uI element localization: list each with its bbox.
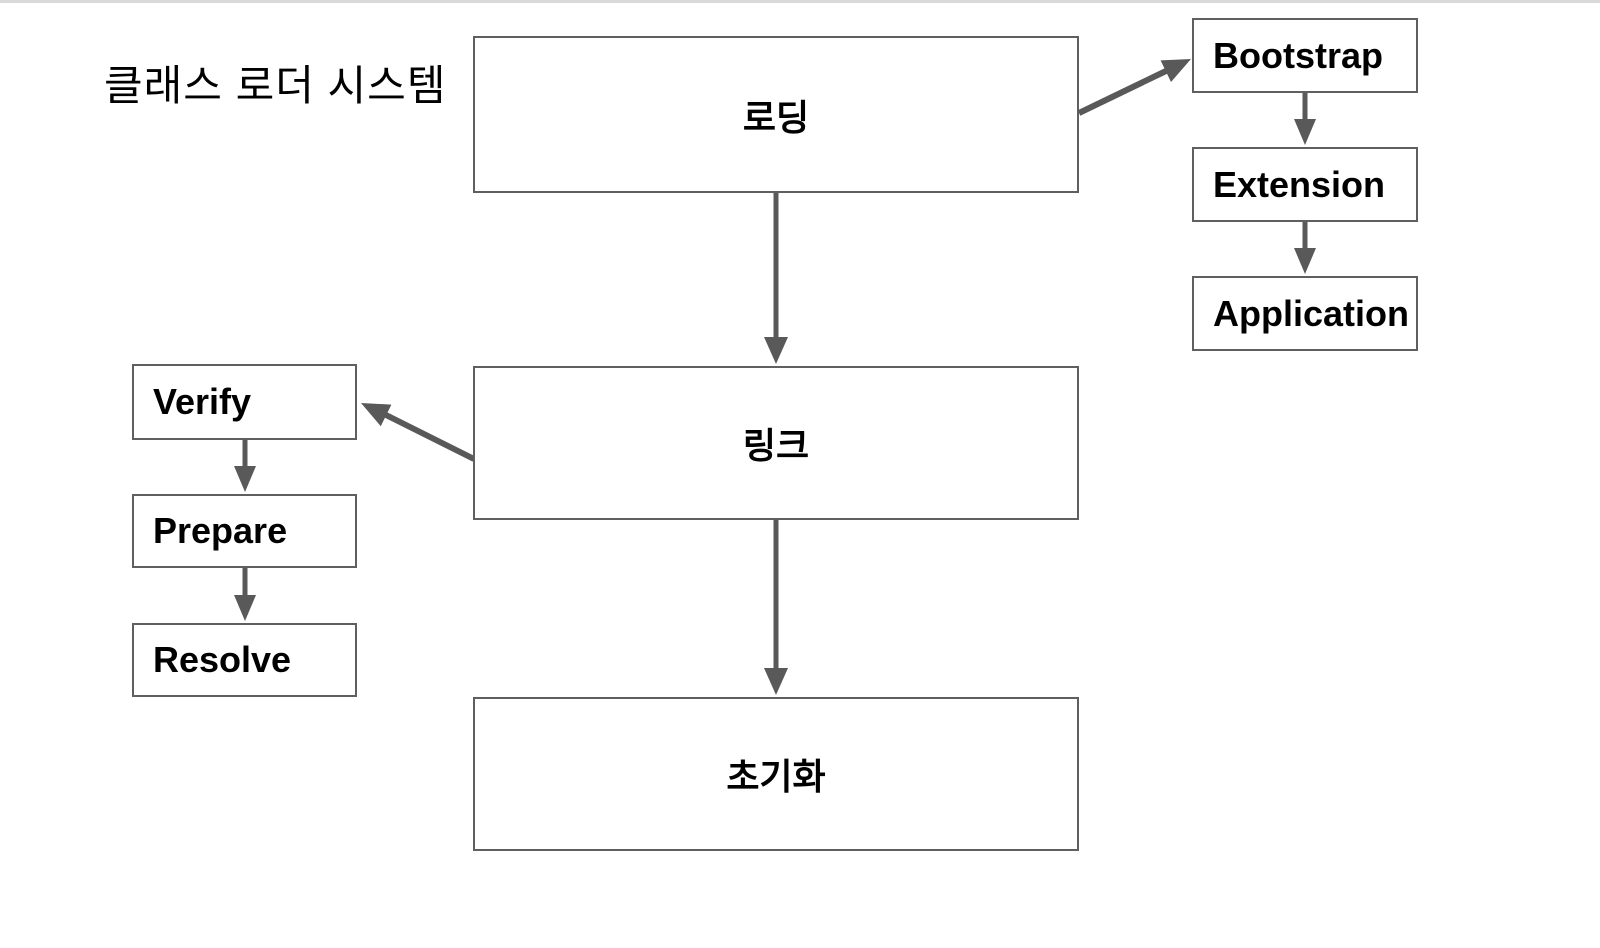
node-prepare[interactable]: Prepare	[132, 494, 357, 568]
node-loading-label: 로딩	[742, 96, 810, 138]
window-edge-strip	[0, 0, 1600, 3]
arrow-link-to-verify	[361, 403, 476, 462]
diagram-title: 클래스 로더 시스템	[104, 62, 447, 109]
node-extension-label: Extension	[1213, 163, 1386, 205]
arrow-loading-to-bootstrap	[1077, 59, 1191, 116]
arrow-link-to-init	[764, 520, 788, 695]
arrow-prepare-to-resolve	[234, 568, 256, 621]
node-application[interactable]: Application	[1192, 276, 1418, 351]
node-verify[interactable]: Verify	[132, 364, 357, 440]
node-extension[interactable]: Extension	[1192, 147, 1418, 222]
node-link-label: 링크	[742, 425, 810, 466]
node-loading[interactable]: 로딩	[473, 36, 1079, 193]
arrow-extension-to-application	[1294, 222, 1316, 274]
node-init-label: 초기화	[726, 756, 826, 797]
node-application-label: Application	[1213, 292, 1409, 334]
arrow-bootstrap-to-extension	[1294, 93, 1316, 145]
node-resolve-label: Resolve	[153, 639, 292, 680]
node-verify-label: Verify	[153, 381, 252, 422]
node-resolve[interactable]: Resolve	[132, 623, 357, 697]
node-bootstrap-label: Bootstrap	[1213, 34, 1383, 76]
node-bootstrap[interactable]: Bootstrap	[1192, 18, 1418, 93]
arrow-verify-to-prepare	[234, 440, 256, 492]
node-prepare-label: Prepare	[153, 510, 288, 551]
node-link[interactable]: 링크	[473, 366, 1079, 520]
node-init[interactable]: 초기화	[473, 697, 1079, 851]
arrow-loading-to-link	[764, 193, 788, 364]
